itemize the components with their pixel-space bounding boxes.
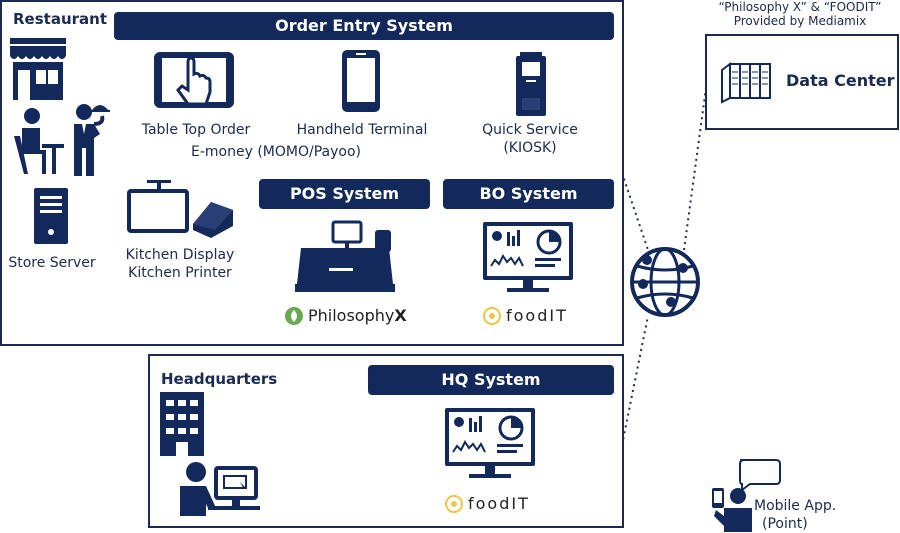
handheld-terminal-label: Handheld Terminal <box>296 122 428 138</box>
bo-dashboard-monitor-icon <box>483 222 573 292</box>
restaurant-title: Restaurant <box>13 10 107 28</box>
mobile-point-label: (Point) <box>762 516 808 532</box>
kitchen-printer-label: Kitchen Printer <box>128 265 232 281</box>
kitchen-display-printer-icon <box>127 180 233 238</box>
order-entry-system-header: Order Entry System <box>114 12 614 40</box>
philosophy-x-logo: PhilosophyX <box>284 306 414 328</box>
kiosk-label: (KIOSK) <box>503 140 557 156</box>
data-center-caption-line2: Provided by Mediamix <box>733 14 867 28</box>
pos-register-icon <box>295 220 395 292</box>
headquarters-title: Headquarters <box>161 370 278 388</box>
mobile-user-icon <box>712 459 781 532</box>
hq-foodit-logo: foodIT <box>444 494 544 516</box>
data-center-caption-line1: “Philosophy X” & “FOODIT” <box>718 0 882 14</box>
foodit-brand-text: foodIT <box>506 306 568 325</box>
bo-foodit-logo: foodIT <box>482 306 582 328</box>
server-rack-icon <box>721 62 771 104</box>
store-icon <box>10 38 66 100</box>
philosophy-brand-suffix: X <box>394 306 407 325</box>
bo-system-header: BO System <box>443 179 614 209</box>
table-top-tablet-icon <box>154 52 234 108</box>
foodit-logo-icon <box>445 495 463 513</box>
foodit-logo-icon <box>483 307 501 325</box>
hq-system-header: HQ System <box>368 365 614 395</box>
emoney-label: E-money (MOMO/Payoo) <box>191 144 361 160</box>
hq-building-icon <box>160 392 204 456</box>
foodit-brand-text: foodIT <box>468 494 530 513</box>
store-server-icon <box>34 188 68 244</box>
hq-dashboard-monitor-icon <box>445 408 535 478</box>
table-top-order-label: Table Top Order <box>141 122 251 138</box>
quick-service-label: Quick Service <box>482 122 578 138</box>
data-center-label: Data Center <box>786 71 895 90</box>
leaf-logo-icon <box>285 307 303 325</box>
kitchen-display-label: Kitchen Display <box>125 247 235 263</box>
hq-worker-computer-icon <box>180 462 260 516</box>
waiter-customer-icon <box>14 104 110 176</box>
globe-network-icon <box>630 247 700 317</box>
pos-system-header: POS System <box>259 179 430 209</box>
kiosk-icon <box>516 52 546 116</box>
store-server-label: Store Server <box>8 255 96 271</box>
handheld-terminal-icon <box>342 50 380 112</box>
mobile-app-label: Mobile App. <box>754 498 837 514</box>
philosophy-brand-text: Philosophy <box>308 306 395 325</box>
